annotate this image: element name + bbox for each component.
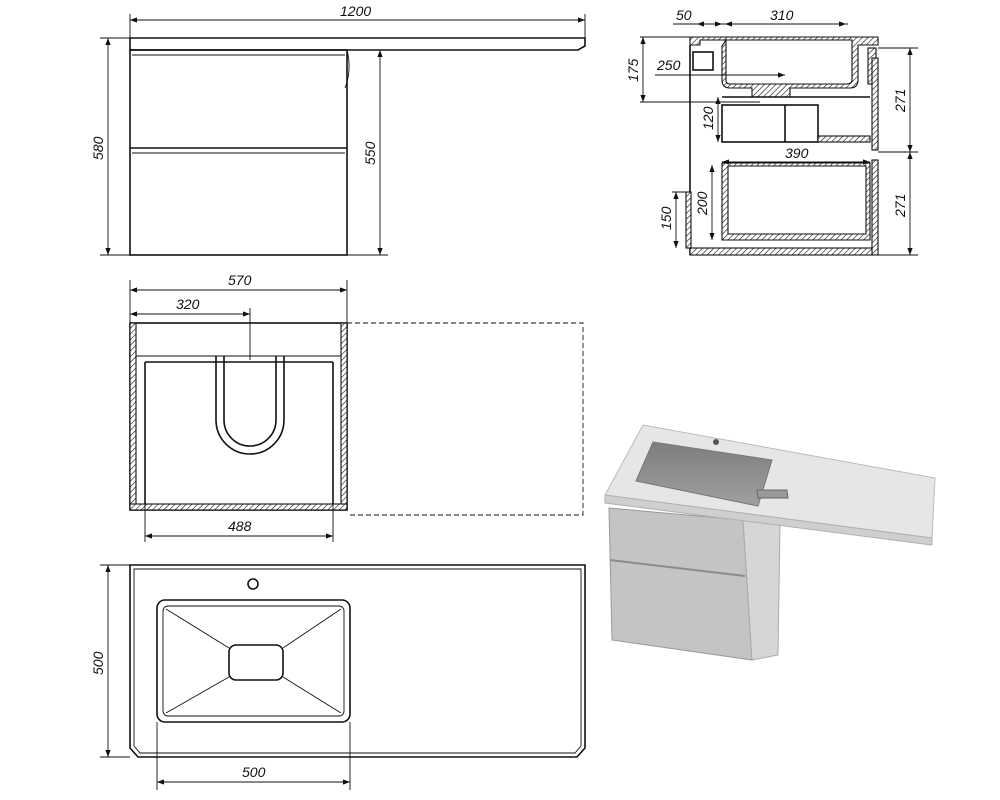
dim-siphon-height: 120 xyxy=(700,106,716,130)
dim-top-depth: 500 xyxy=(90,651,106,675)
dim-total-width: 1200 xyxy=(340,3,371,19)
dim-sink-width: 310 xyxy=(770,7,794,23)
dim-cabinet-height: 550 xyxy=(362,141,378,165)
dim-cutout-offset: 320 xyxy=(176,296,200,312)
dim-inner-width: 488 xyxy=(228,518,252,534)
section-view: 50 310 175 250 120 390 271 271 200 150 xyxy=(625,7,918,256)
dim-drawer-box: 200 xyxy=(694,191,710,216)
dim-sink-depth: 175 xyxy=(625,58,641,82)
dim-upper-drawer: 271 xyxy=(892,89,908,113)
front-view: 1200 580 550 xyxy=(90,3,586,256)
dim-top-sink-width: 500 xyxy=(242,764,266,780)
dim-drawer-width: 390 xyxy=(785,145,809,161)
top-view: 500 500 xyxy=(90,564,586,790)
dim-total-height: 580 xyxy=(90,136,106,160)
product-render xyxy=(604,424,936,661)
dim-offset: 50 xyxy=(676,7,692,23)
dim-drain-offset: 250 xyxy=(656,57,681,73)
dim-plinth: 150 xyxy=(658,206,674,230)
plan-view: 570 320 488 xyxy=(129,272,584,542)
dim-plan-width: 570 xyxy=(228,272,252,288)
dim-lower-drawer: 271 xyxy=(892,194,908,218)
